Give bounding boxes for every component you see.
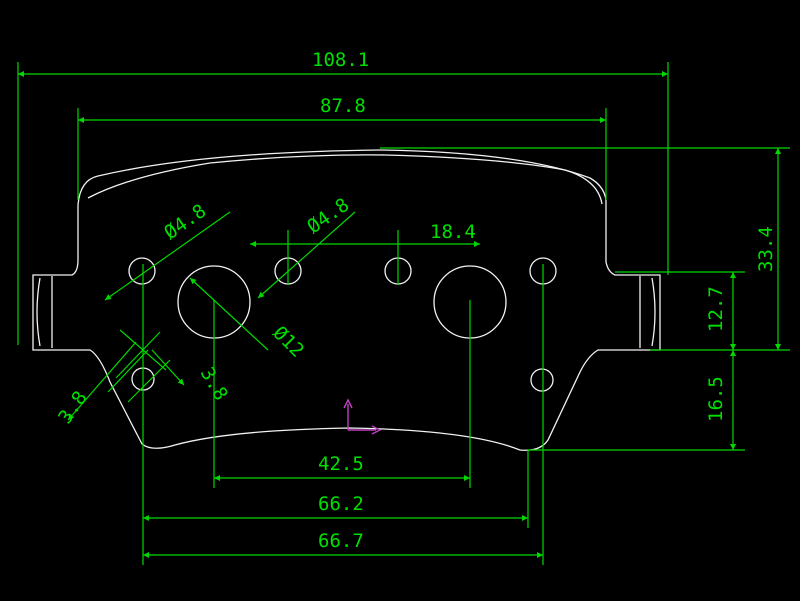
- dim-lower-span-a: 66.2: [318, 493, 364, 515]
- dim-small-hole-mid: Ø4.8: [303, 194, 353, 238]
- dim-center-spacing: 42.5: [318, 453, 364, 475]
- dim-offset-b: 3.8: [196, 364, 232, 405]
- left-ear-detail: [36, 276, 53, 348]
- dim-height-total: 33.4: [755, 226, 777, 272]
- ucs-icon: [343, 398, 382, 435]
- dim-lower-span-b: 66.7: [318, 530, 364, 552]
- bottom-hole-right: [530, 368, 554, 392]
- dim-offset-a: 3.8: [54, 387, 92, 428]
- dim-hole-spacing: 18.4: [430, 221, 476, 243]
- dim-large-hole: Ø12: [268, 322, 308, 362]
- right-ear-detail: [639, 276, 656, 348]
- part-outline: [32, 149, 661, 451]
- dim-small-hole-left: Ø4.8: [160, 200, 210, 244]
- dim-overall-width: 108.1: [312, 49, 369, 71]
- dim-height-upper: 12.7: [705, 286, 727, 332]
- backing-plate-outline: [32, 149, 661, 451]
- dimension-lines: [17, 62, 790, 565]
- dim-backing-width: 87.8: [320, 95, 366, 117]
- dim-height-lower: 16.5: [705, 376, 727, 422]
- friction-top-edge: [87, 154, 603, 205]
- small-hole-1: [128, 257, 156, 285]
